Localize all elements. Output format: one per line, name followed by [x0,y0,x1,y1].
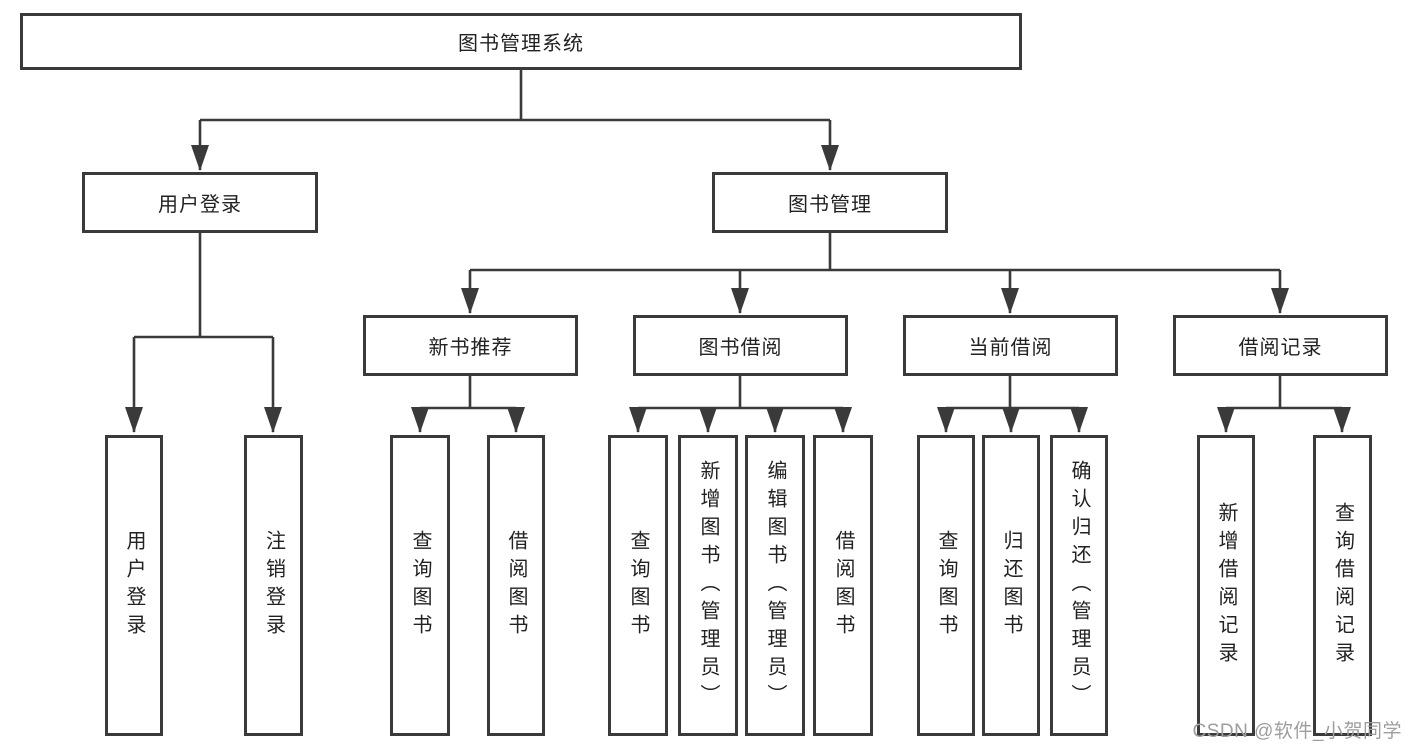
leaf-query-books-borrowing: 查询图书 [608,435,668,736]
node-label: 新书推荐 [428,337,513,359]
leaf-label: 查询图书 [409,529,431,642]
node-book-management: 图书管理 [712,172,948,233]
leaf-confirm-return-admin: 确认归还（管理员） [1050,435,1108,736]
node-library-management-system: 图书管理系统 [20,13,1022,70]
csdn-watermark: CSDN @软件_小贺同学 [1192,721,1402,742]
leaf-label: 编辑图书（管理员） [764,459,786,712]
leaf-add-books-admin: 新增图书（管理员） [678,435,738,736]
leaf-label: 查询图书 [627,529,649,642]
node-label: 图书借阅 [698,337,783,359]
leaf-label: 注销登录 [262,529,285,642]
leaf-label: 借阅图书 [505,529,527,642]
leaf-user-login: 用户登录 [105,435,163,736]
leaf-query-books-current: 查询图书 [917,435,975,736]
leaf-label: 归还图书 [1000,529,1022,642]
leaf-borrow-books-recommend: 借阅图书 [487,435,545,736]
node-label: 图书管理系统 [458,33,584,55]
node-user-login: 用户登录 [82,172,318,233]
leaf-label: 新增图书（管理员） [697,459,719,712]
node-label: 用户登录 [158,194,242,216]
leaf-logout-login: 注销登录 [244,435,303,736]
leaf-query-books-recommend: 查询图书 [390,435,450,736]
leaf-label: 用户登录 [123,529,145,642]
node-book-borrowing: 图书借阅 [633,315,848,376]
node-borrowing-records: 借阅记录 [1173,315,1388,376]
node-new-book-recommend: 新书推荐 [363,315,578,376]
leaf-label: 新增借阅记录 [1215,501,1237,670]
node-label: 当前借阅 [968,337,1053,359]
node-label: 图书管理 [788,194,872,216]
leaf-label: 查询图书 [935,529,957,642]
node-current-borrowing: 当前借阅 [903,315,1118,376]
node-label: 借阅记录 [1238,337,1323,359]
leaf-query-borrow-record: 查询借阅记录 [1313,435,1372,736]
leaf-edit-books-admin: 编辑图书（管理员） [745,435,805,736]
leaf-borrow-books: 借阅图书 [813,435,873,736]
leaf-add-borrow-record: 新增借阅记录 [1197,435,1255,736]
leaf-label: 确认归还（管理员） [1068,459,1090,712]
leaf-label: 借阅图书 [832,529,854,642]
leaf-return-books: 归还图书 [982,435,1040,736]
leaf-label: 查询借阅记录 [1331,501,1354,670]
